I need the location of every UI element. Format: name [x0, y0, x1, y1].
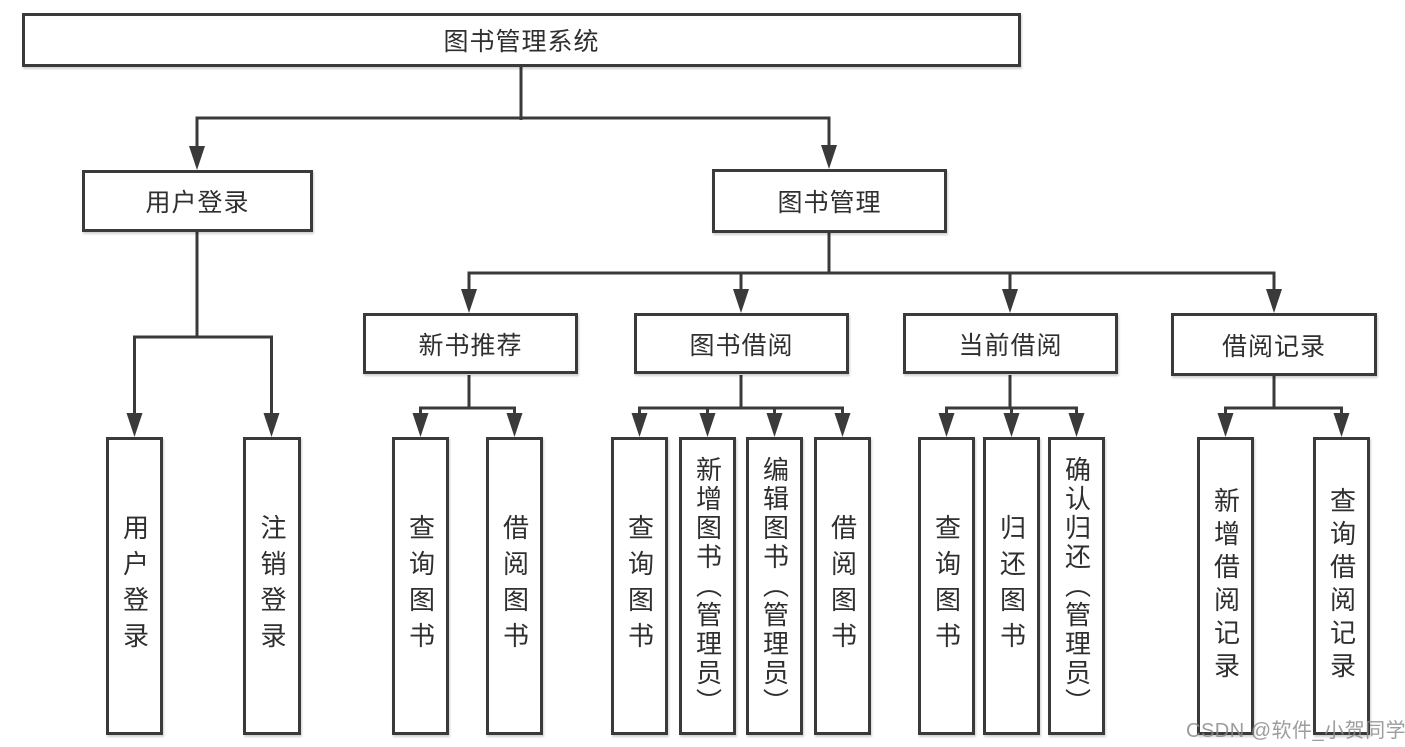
node-user-login-leaf: 用户登录 [106, 437, 163, 735]
node-library-management-system: 图书管理系统 [22, 13, 1021, 67]
node-nb-borrow-books: 借阅图书 [486, 437, 543, 735]
node-borrowing-records: 借阅记录 [1171, 313, 1377, 376]
connector-path [133, 67, 1343, 414]
node-user-login: 用户登录 [82, 170, 313, 232]
node-cb-confirm-return-admin: 确认归还（管理员） [1048, 437, 1105, 735]
watermark-csdn: CSDN @软件_小贺同学 [1186, 720, 1405, 742]
node-logout: 注销登录 [243, 437, 301, 735]
node-br-query-borrow-record: 查询借阅记录 [1313, 437, 1370, 735]
node-nb-query-books: 查询图书 [392, 437, 449, 735]
node-bb-add-books-admin: 新增图书（管理员） [679, 437, 736, 735]
node-br-add-borrow-record: 新增借阅记录 [1197, 437, 1254, 735]
node-bb-borrow-books: 借阅图书 [814, 437, 871, 735]
arrowheads [126, 145, 1350, 437]
node-current-borrowing: 当前借阅 [903, 313, 1118, 374]
node-book-management: 图书管理 [712, 169, 947, 233]
node-cb-query-books: 查询图书 [918, 437, 975, 735]
node-new-book-recommendation: 新书推荐 [363, 313, 578, 374]
node-bb-edit-books-admin: 编辑图书（管理员） [746, 437, 803, 735]
node-cb-return-books: 归还图书 [983, 437, 1040, 735]
node-bb-query-books: 查询图书 [611, 437, 668, 735]
node-book-borrowing: 图书借阅 [634, 313, 849, 374]
